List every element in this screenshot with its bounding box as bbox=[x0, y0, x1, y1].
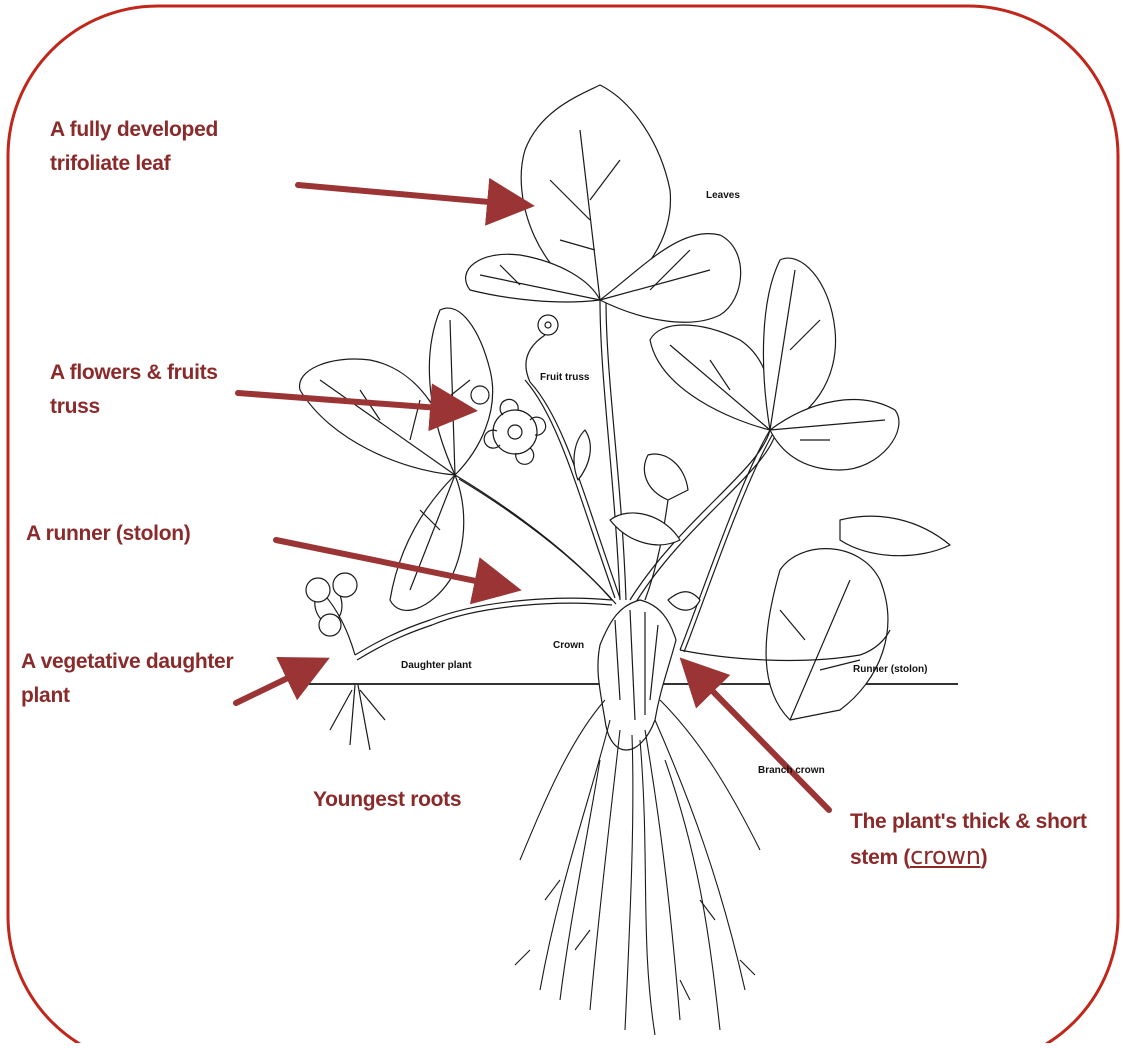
callout-runner-line1: A runner (stolon) bbox=[26, 517, 190, 551]
callout-leaf: A fully developed trifoliate leaf bbox=[50, 113, 218, 181]
callout-leaf-line2: trifoliate leaf bbox=[50, 147, 218, 181]
flower-truss bbox=[471, 315, 558, 464]
arrow-leaf bbox=[298, 185, 523, 205]
crown-prefix: stem ( bbox=[850, 846, 910, 869]
label-runner-stolon: Runner (stolon) bbox=[853, 664, 927, 675]
callout-youngest-roots-text: Youngest roots bbox=[313, 783, 461, 817]
callout-runner: A runner (stolon) bbox=[26, 517, 190, 551]
crown-word: crown bbox=[910, 842, 981, 870]
callout-crown-line1: The plant's thick & short bbox=[850, 805, 1087, 839]
label-crown: Crown bbox=[553, 640, 584, 651]
crown bbox=[598, 592, 700, 750]
crown-suffix: ) bbox=[981, 846, 988, 869]
callout-youngest-roots: Youngest roots bbox=[313, 783, 461, 817]
callout-truss-line1: A flowers & fruits bbox=[50, 356, 218, 390]
callout-truss: A flowers & fruits truss bbox=[50, 356, 218, 424]
callout-daughter: A vegetative daughter plant bbox=[21, 645, 233, 713]
callout-truss-line2: truss bbox=[50, 390, 218, 424]
callout-crown-line2: stem (crown) bbox=[850, 839, 1087, 875]
label-daughter-plant: Daughter plant bbox=[401, 660, 472, 671]
roots bbox=[515, 700, 760, 1035]
callout-daughter-line1: A vegetative daughter bbox=[21, 645, 233, 679]
callout-crown: The plant's thick & short stem (crown) bbox=[850, 805, 1087, 875]
callout-leaf-line1: A fully developed bbox=[50, 113, 218, 147]
right-leaves bbox=[650, 258, 950, 720]
label-fruit-truss: Fruit truss bbox=[540, 372, 589, 383]
plant-drawing bbox=[300, 85, 958, 1035]
callout-daughter-line2: plant bbox=[21, 679, 233, 713]
label-leaves: Leaves bbox=[706, 190, 740, 201]
label-branch-crown: Branch crown bbox=[758, 765, 825, 776]
